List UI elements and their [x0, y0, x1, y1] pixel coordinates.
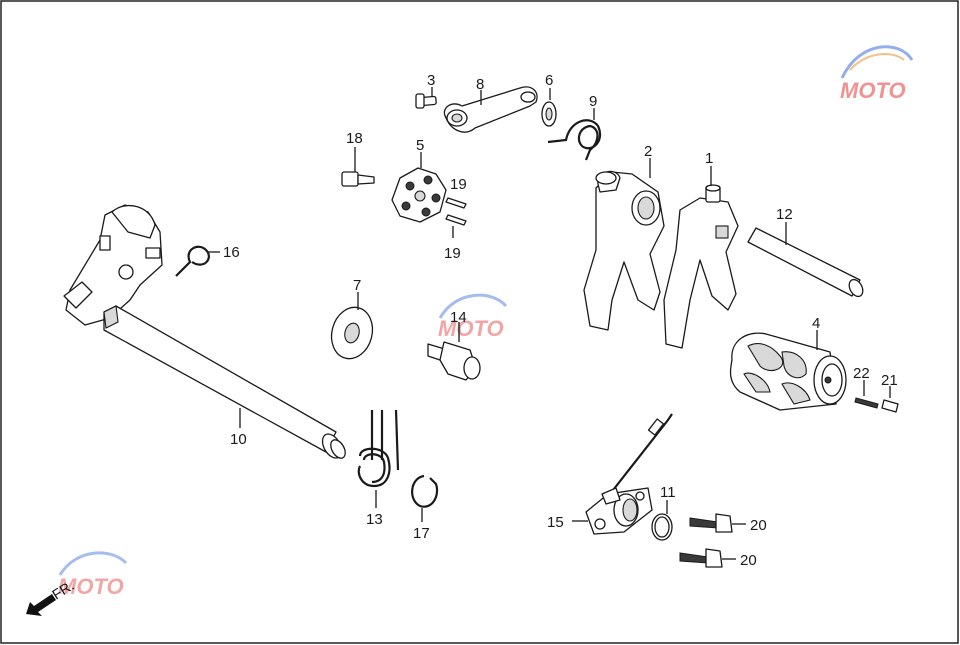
- callout-7: 7: [353, 277, 361, 294]
- callout-20-lower: 20: [740, 552, 757, 569]
- callout-19-lower: 19: [444, 245, 461, 262]
- callout-9: 9: [589, 93, 597, 110]
- callout-22: 22: [853, 365, 870, 382]
- callout-14: 14: [450, 309, 467, 326]
- callout-1: 1: [705, 150, 713, 167]
- callout-10: 10: [230, 431, 247, 448]
- callout-15: 15: [547, 514, 564, 531]
- callout-17: 17: [413, 525, 430, 542]
- callout-11: 11: [660, 484, 676, 501]
- callout-2: 2: [644, 143, 652, 160]
- part-22-pin[interactable]: [854, 380, 879, 409]
- watermark-center: MOTO: [438, 293, 508, 341]
- callout-8: 8: [476, 76, 484, 93]
- callout-5: 5: [416, 137, 424, 154]
- callout-19-upper: 19: [450, 176, 467, 193]
- part-10-shift-shaft[interactable]: [63, 204, 348, 461]
- callout-20-upper: 20: [750, 517, 767, 534]
- watermark-text: MOTO: [840, 78, 906, 103]
- part-12-fork-shaft[interactable]: [747, 222, 866, 299]
- callout-13: 13: [366, 511, 383, 528]
- watermark-text: MOTO: [58, 574, 124, 599]
- part-1-shift-fork[interactable]: [663, 166, 739, 349]
- part-9-torsion-spring[interactable]: [547, 108, 602, 161]
- part-2-shift-fork[interactable]: [583, 158, 665, 331]
- front-arrow-icon: [26, 594, 56, 616]
- part-15-position-sensor[interactable]: [572, 413, 673, 535]
- part-11-o-ring[interactable]: [651, 500, 673, 541]
- part-20-bolt-upper[interactable]: [689, 513, 746, 533]
- callout-6: 6: [545, 72, 553, 89]
- callout-18: 18: [346, 130, 363, 147]
- part-19-pins[interactable]: [445, 197, 467, 226]
- part-7-washer[interactable]: [326, 292, 378, 363]
- part-17-circlip[interactable]: [411, 474, 439, 522]
- part-14-neutral-switch[interactable]: [427, 322, 481, 381]
- part-6-washer[interactable]: [541, 88, 557, 127]
- part-4-shift-drum[interactable]: [729, 330, 847, 411]
- part-20-bolt-lower[interactable]: [679, 548, 736, 568]
- callout-3: 3: [427, 72, 435, 89]
- watermark-bottom-left: MOTO: [58, 551, 128, 599]
- callout-21: 21: [881, 372, 898, 389]
- part-13-return-spring[interactable]: [357, 409, 400, 508]
- part-16-spring-clip[interactable]: [175, 245, 220, 277]
- part-3-bolt[interactable]: [415, 87, 437, 109]
- callout-12: 12: [776, 206, 793, 223]
- part-21-dowel[interactable]: [881, 386, 899, 413]
- part-8-stopper-arm[interactable]: [443, 86, 538, 133]
- watermark-text: MOTO: [438, 316, 504, 341]
- callout-4: 4: [812, 315, 820, 332]
- watermark-top-right: MOTO: [840, 45, 914, 103]
- callout-16: 16: [223, 244, 240, 261]
- part-18-bolt[interactable]: [341, 147, 375, 187]
- part-5-drum-cam[interactable]: [391, 152, 447, 223]
